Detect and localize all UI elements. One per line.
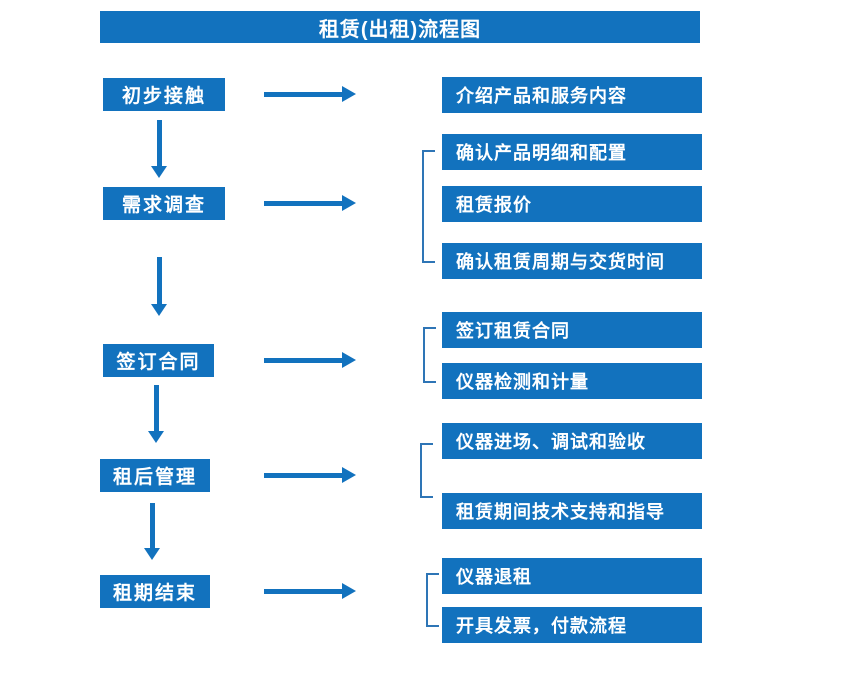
right-arrow-head — [342, 467, 356, 483]
down-arrow-head — [144, 548, 160, 560]
right-arrow — [264, 92, 343, 97]
down-arrow — [157, 257, 162, 304]
detail-box: 开具发票，付款流程 — [442, 607, 702, 643]
detail-box: 租赁报价 — [442, 186, 702, 222]
group-bracket-demand-survey — [422, 150, 435, 263]
detail-box: 介绍产品和服务内容 — [442, 77, 702, 113]
down-arrow — [150, 503, 155, 548]
right-arrow — [264, 201, 343, 206]
down-arrow-head — [151, 304, 167, 316]
step-demand-survey: 需求调查 — [103, 187, 225, 220]
down-arrow — [157, 120, 162, 166]
detail-box: 仪器检测和计量 — [442, 363, 702, 399]
right-arrow — [264, 589, 343, 594]
detail-box: 仪器进场、调试和验收 — [442, 423, 702, 459]
detail-box: 租赁期间技术支持和指导 — [442, 493, 702, 529]
down-arrow — [154, 385, 159, 431]
detail-box: 签订租赁合同 — [442, 312, 702, 348]
group-bracket-sign-contract — [423, 327, 436, 383]
right-arrow-head — [342, 86, 356, 102]
right-arrow-head — [342, 195, 356, 211]
detail-box: 确认租赁周期与交货时间 — [442, 243, 702, 279]
right-arrow-head — [342, 352, 356, 368]
down-arrow-head — [151, 166, 167, 178]
flowchart-title: 租赁(出租)流程图 — [100, 11, 700, 43]
detail-box: 仪器退租 — [442, 558, 702, 594]
detail-box: 确认产品明细和配置 — [442, 134, 702, 170]
step-rental-end: 租期结束 — [100, 575, 210, 608]
right-arrow-head — [342, 583, 356, 599]
group-bracket-post-rental — [420, 443, 433, 498]
right-arrow — [264, 473, 343, 478]
down-arrow-head — [148, 431, 164, 443]
group-bracket-rental-end — [426, 573, 439, 627]
step-post-rental-management: 租后管理 — [100, 459, 210, 492]
step-initial-contact: 初步接触 — [103, 78, 225, 111]
step-sign-contract: 签订合同 — [103, 344, 214, 377]
right-arrow — [264, 358, 343, 363]
